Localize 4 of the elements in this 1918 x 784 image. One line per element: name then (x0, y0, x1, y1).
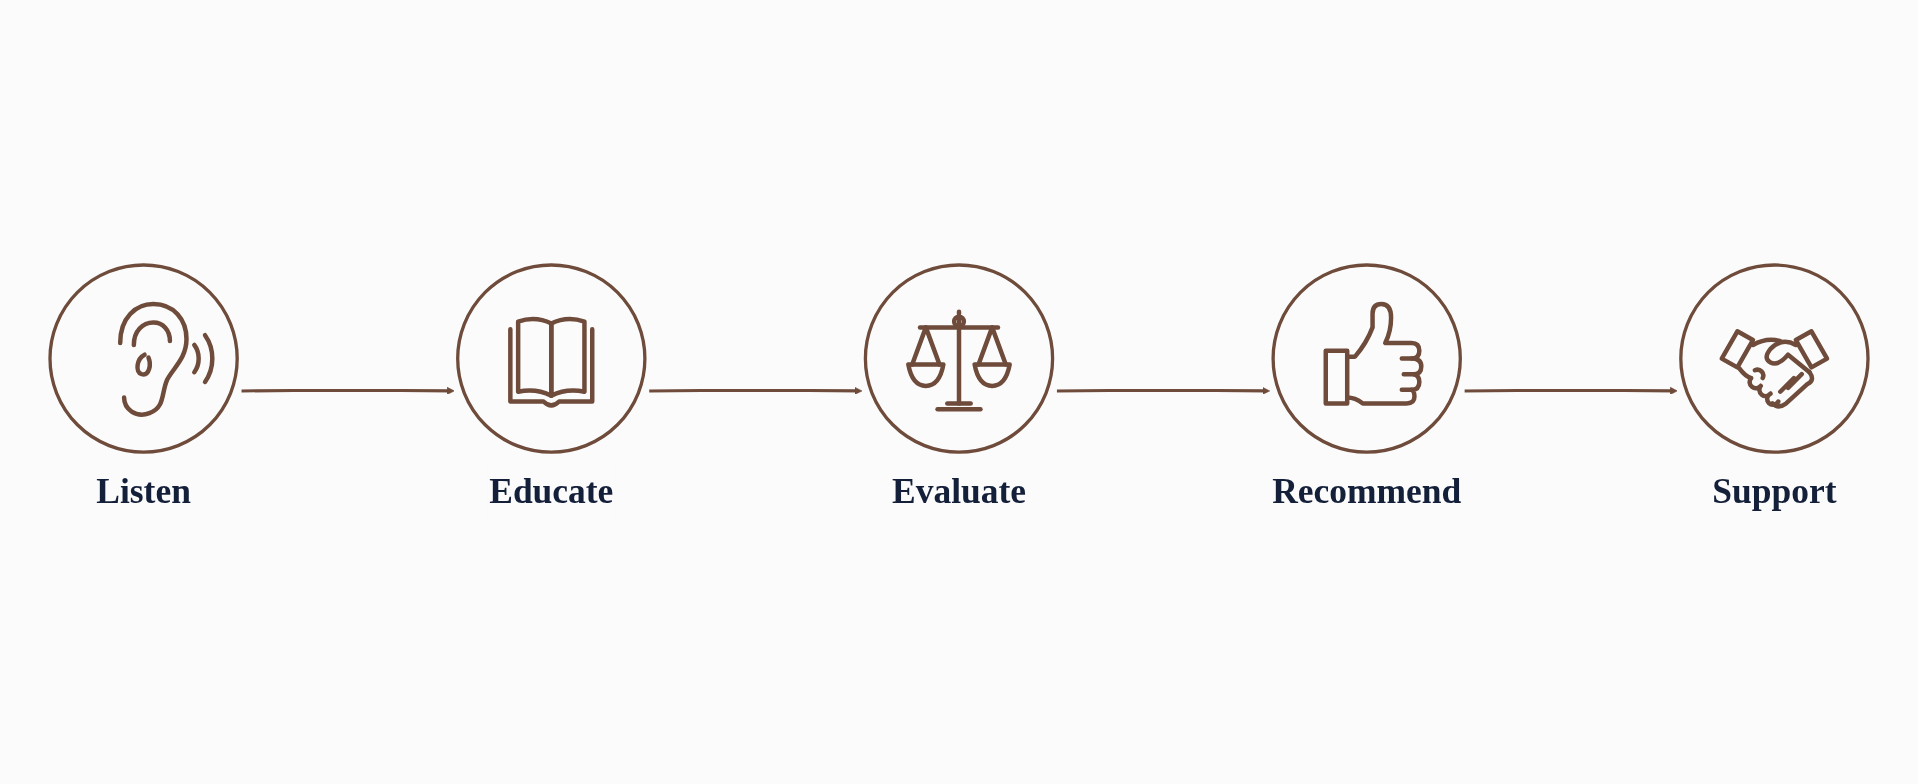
arrow (1056, 386, 1270, 395)
arrow (241, 386, 455, 395)
arrow (649, 386, 863, 395)
arrow (1464, 386, 1678, 395)
